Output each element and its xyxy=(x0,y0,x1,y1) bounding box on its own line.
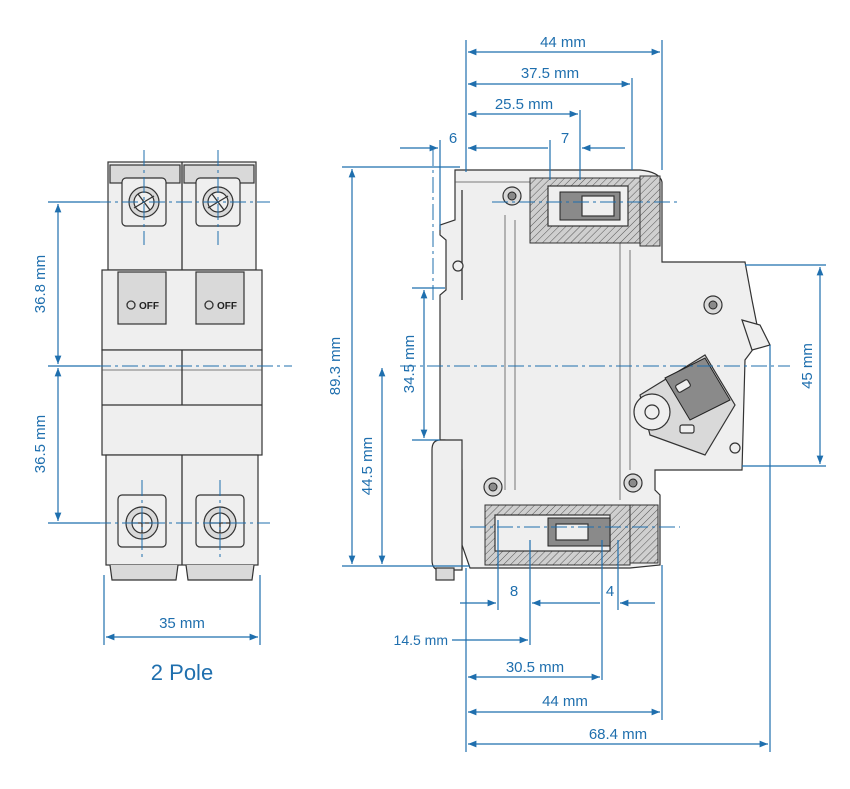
dim-bot-30-5-label: 30.5 mm xyxy=(506,659,564,676)
switch-label-right: OFF xyxy=(217,301,237,312)
dim-36-8-label: 36.8 mm xyxy=(32,255,49,313)
side-dim-bottom: 8 4 14.5 mm 30.5 mm 44 mm 68.4 mm xyxy=(394,345,771,752)
dim-bot-4-label: 4 xyxy=(606,583,614,600)
dim-44-5-label: 44.5 mm xyxy=(359,437,376,495)
dim-top-7-label: 7 xyxy=(561,130,569,147)
front-dim-lower: 36.5 mm xyxy=(32,368,100,524)
front-view: OFF OFF xyxy=(95,150,292,581)
dim-89-3-label: 89.3 mm xyxy=(327,337,344,395)
din-clip-left xyxy=(109,564,179,581)
switch-label-left: OFF xyxy=(139,301,159,312)
dim-36-5-label: 36.5 mm xyxy=(32,415,49,473)
front-dim-upper: 36.8 mm xyxy=(32,201,100,367)
caption-2-pole: 2 Pole xyxy=(151,660,213,685)
dim-top-44-label: 44 mm xyxy=(540,34,586,51)
side-view xyxy=(400,150,790,581)
dim-bot-8-label: 8 xyxy=(510,583,518,600)
dim-top-37-5-label: 37.5 mm xyxy=(521,65,579,82)
side-dim-top: 44 mm 37.5 mm 25.5 mm 6 7 xyxy=(400,34,663,230)
dim-top-6-label: 6 xyxy=(449,130,457,147)
dim-35-label: 35 mm xyxy=(159,615,205,632)
din-clip-right xyxy=(185,564,255,581)
dim-bot-68-4-label: 68.4 mm xyxy=(589,726,647,743)
dim-bot-14-5-label: 14.5 mm xyxy=(394,632,448,648)
off-indicator-icon xyxy=(126,300,136,310)
off-indicator-icon xyxy=(204,300,214,310)
dim-bot-44-label: 44 mm xyxy=(542,693,588,710)
side-dim-heights: 89.3 mm 44.5 mm 34.5 mm 45 mm xyxy=(327,166,826,567)
din-front-cover xyxy=(431,439,463,571)
front-dim-width: 35 mm xyxy=(103,575,261,645)
side-housing xyxy=(439,169,761,569)
dim-34-5-label: 34.5 mm xyxy=(401,335,418,393)
dim-45-label: 45 mm xyxy=(799,343,816,389)
dim-top-25-5-label: 25.5 mm xyxy=(495,96,553,113)
